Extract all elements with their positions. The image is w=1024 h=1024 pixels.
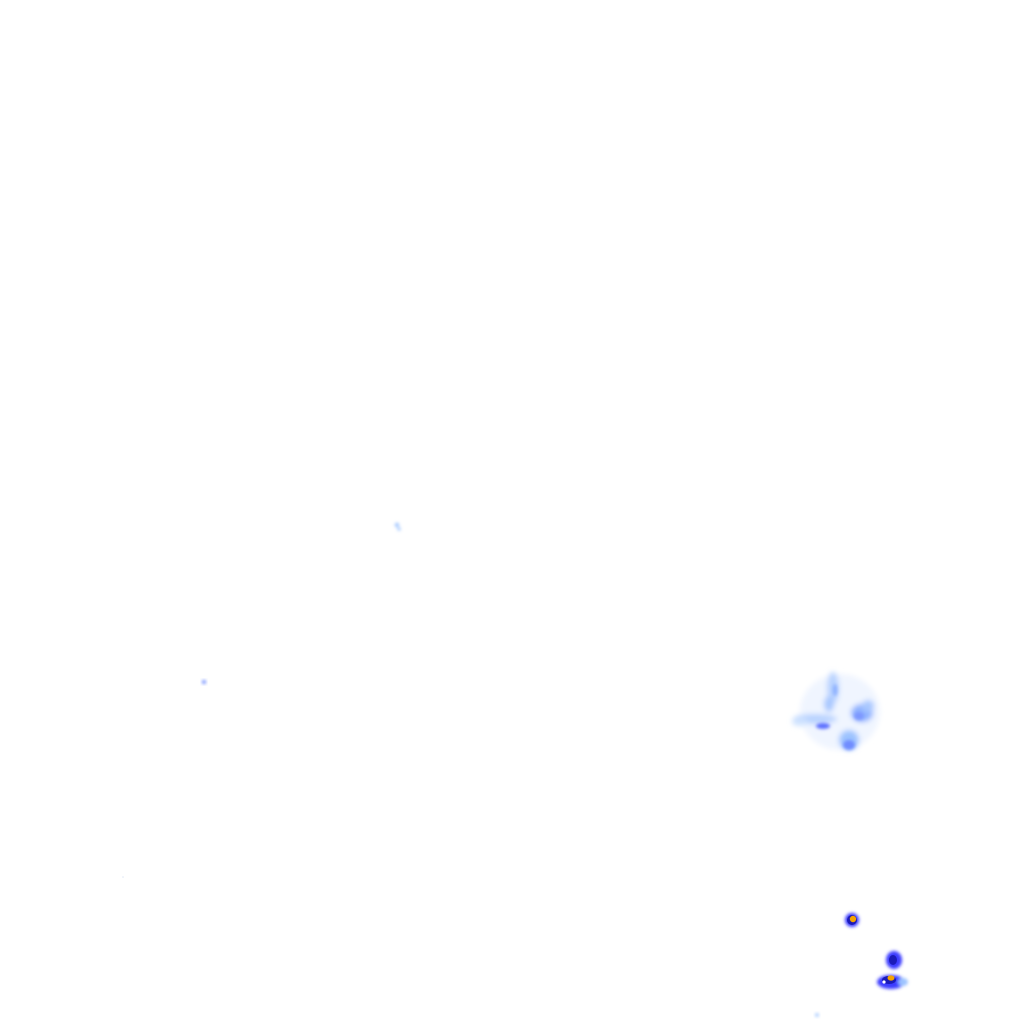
- echo-speck-center: [394, 522, 401, 531]
- echo-cell-south-1: [845, 913, 859, 927]
- echo-speck-left: [202, 680, 206, 684]
- echo-speck-lower-left: [122, 876, 124, 878]
- echo-speck-bottom: [815, 1013, 819, 1017]
- echo-cluster-east: [792, 672, 880, 750]
- echo-cell-south-2: [877, 951, 908, 989]
